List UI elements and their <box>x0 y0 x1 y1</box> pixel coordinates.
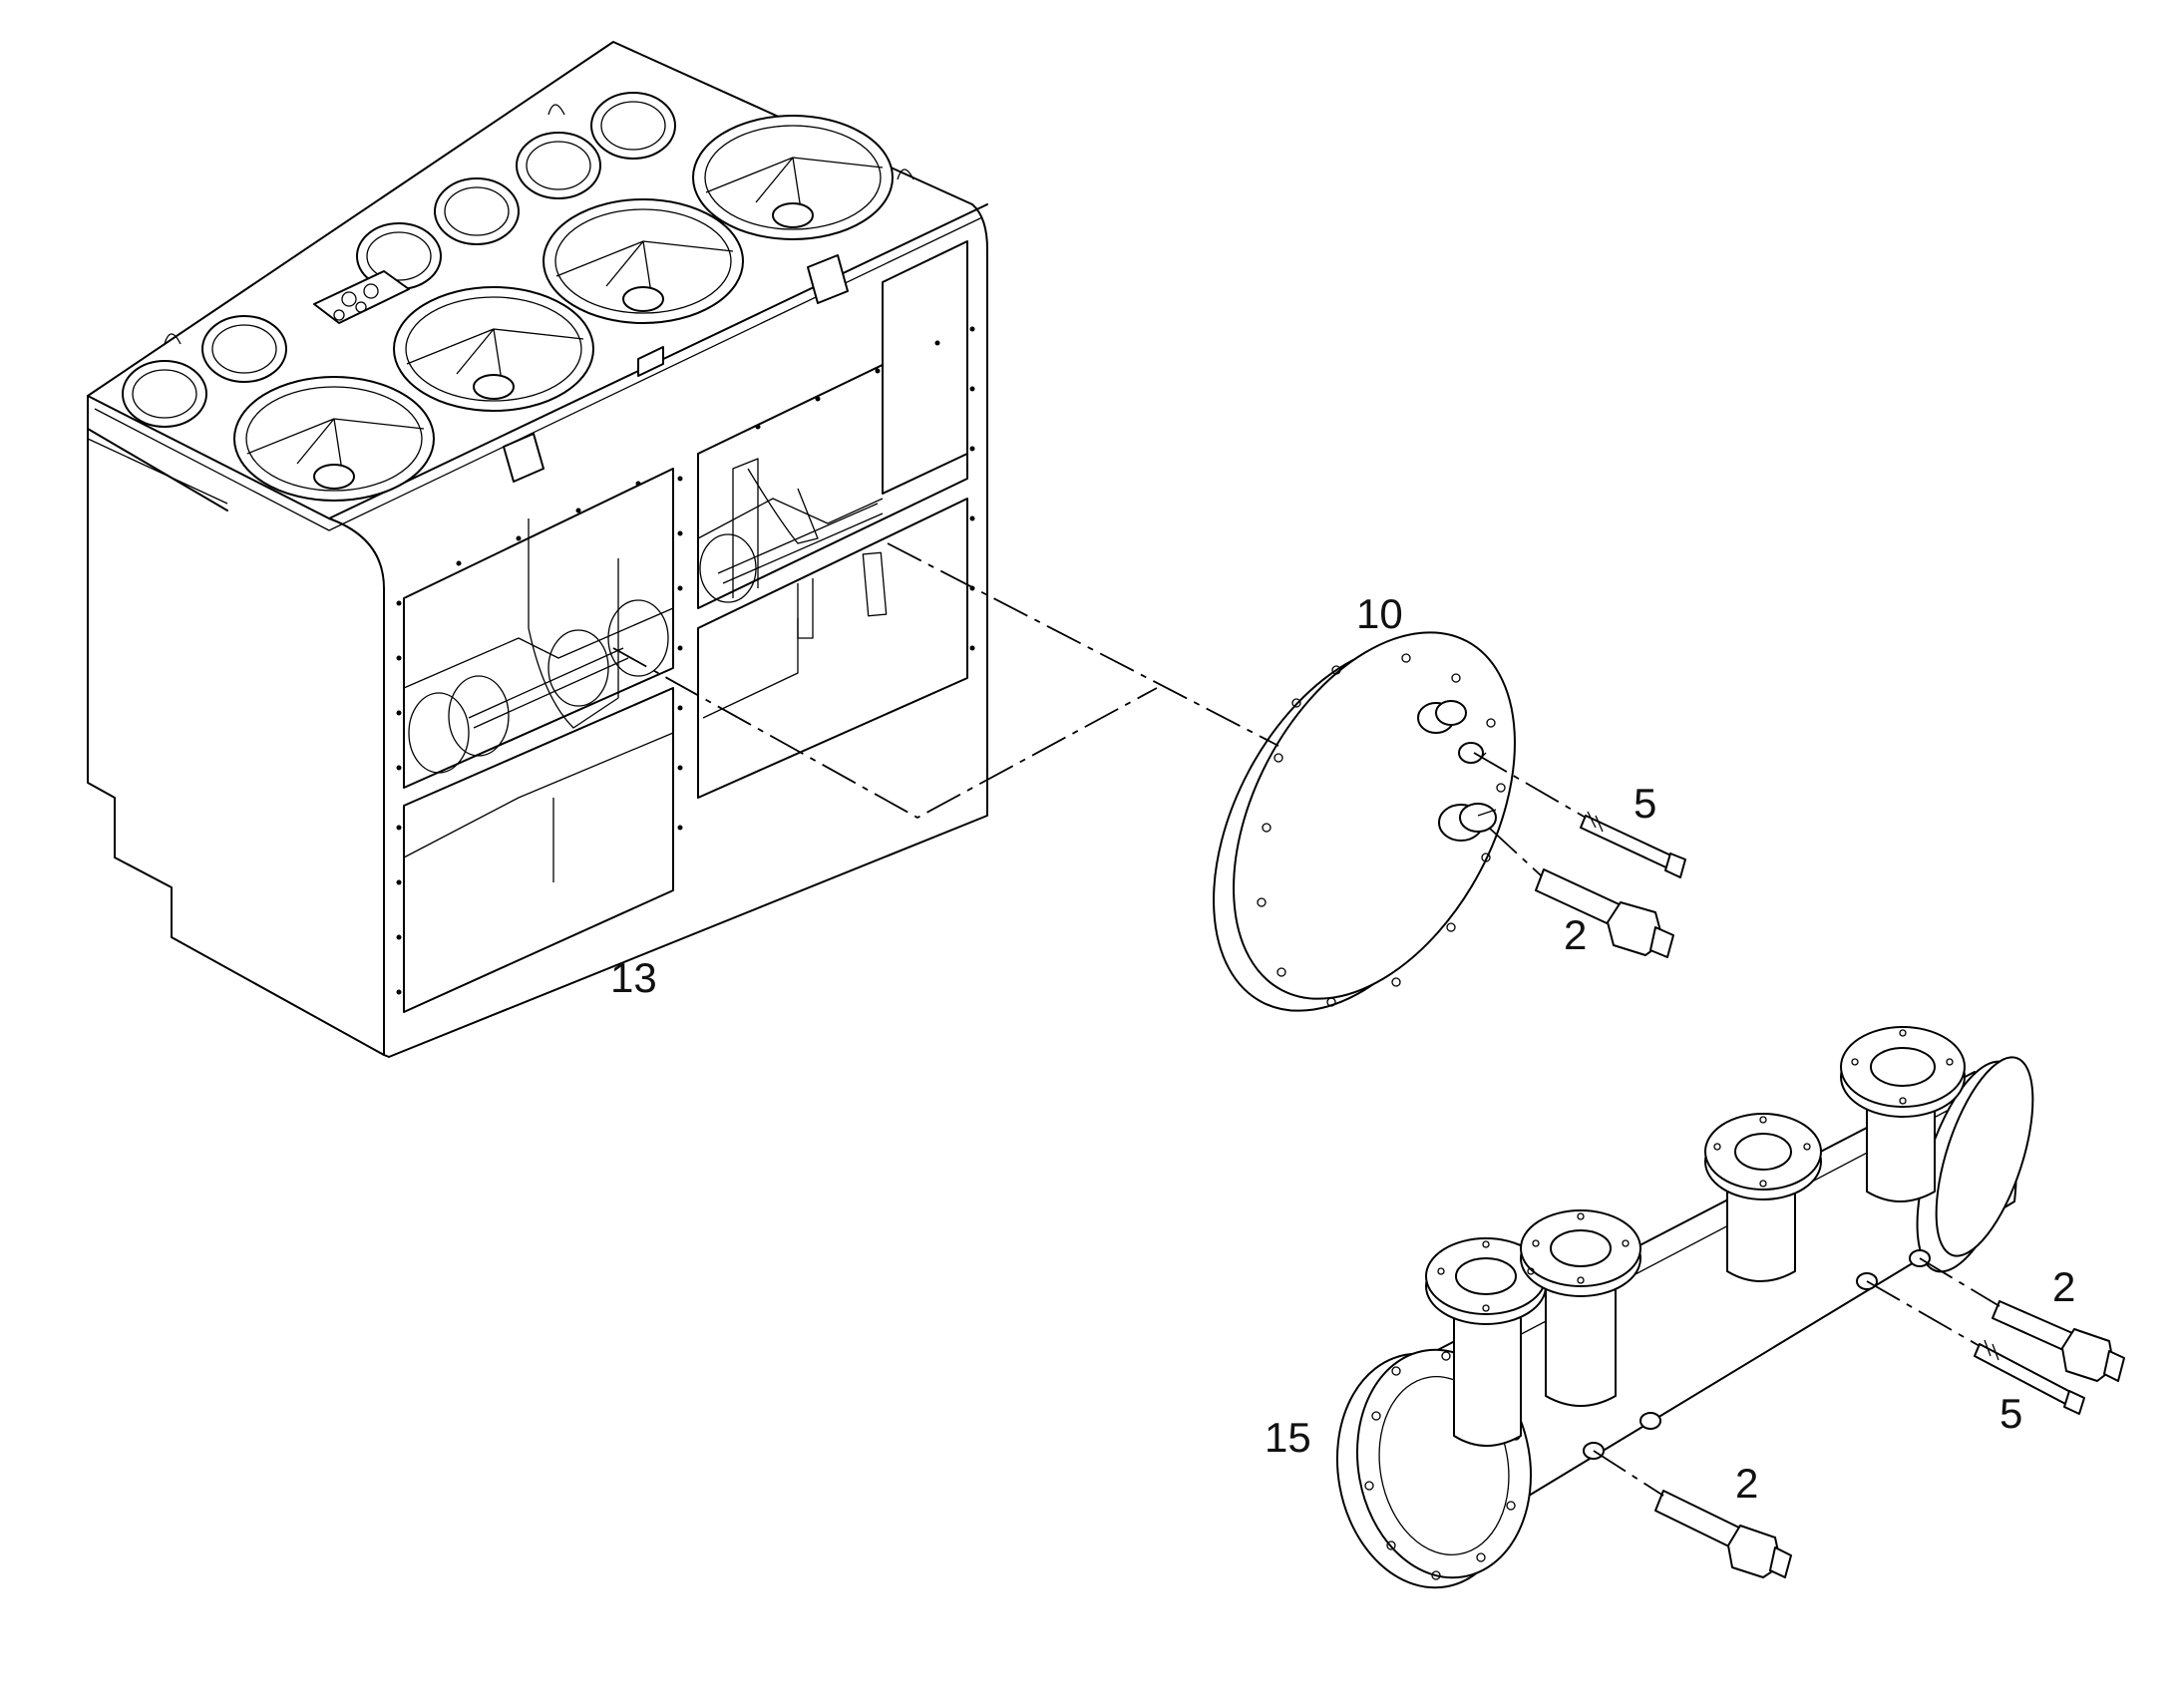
callout-manifold-sensor-lower: 2 <box>1735 1460 1758 1507</box>
callout-cover-plate: 10 <box>1356 590 1403 637</box>
riser-flange-bolts <box>1437 1029 1954 1312</box>
cover-plate-bolts <box>1257 653 1506 1007</box>
top-port-rings <box>122 92 676 428</box>
callout-housing: 13 <box>610 954 657 1001</box>
callout-manifold-sensor-upper: 2 <box>2052 1263 2075 1310</box>
plate-pin-part <box>1580 811 1686 878</box>
manifold-part <box>1335 1026 2034 1589</box>
callout-manifold-pin: 5 <box>1999 1390 2022 1437</box>
callout-manifold: 15 <box>1265 1414 1311 1461</box>
riser-2 <box>1520 1209 1641 1407</box>
manifold-pin-part <box>1974 1339 2085 1415</box>
callout-labels: 13 10 5 2 15 2 5 2 <box>610 590 2075 1507</box>
riser-3 <box>1704 1113 1822 1282</box>
riser-4 <box>1840 1026 1966 1202</box>
housing-bolts <box>396 326 975 995</box>
plate-sensor-part <box>1535 868 1674 958</box>
callout-plate-pin: 5 <box>1634 780 1656 827</box>
riser-1 <box>1425 1237 1547 1447</box>
manifold-sensor-lower-part <box>1654 1490 1792 1578</box>
manifold-sensor-upper-part <box>1992 1300 2125 1382</box>
callout-plate-sensor: 2 <box>1564 911 1587 958</box>
assembly-leader-lines <box>612 542 2000 1497</box>
cylinder-bores <box>233 115 894 502</box>
housing-part <box>87 41 988 1058</box>
cover-plate-part <box>1213 631 1516 1012</box>
